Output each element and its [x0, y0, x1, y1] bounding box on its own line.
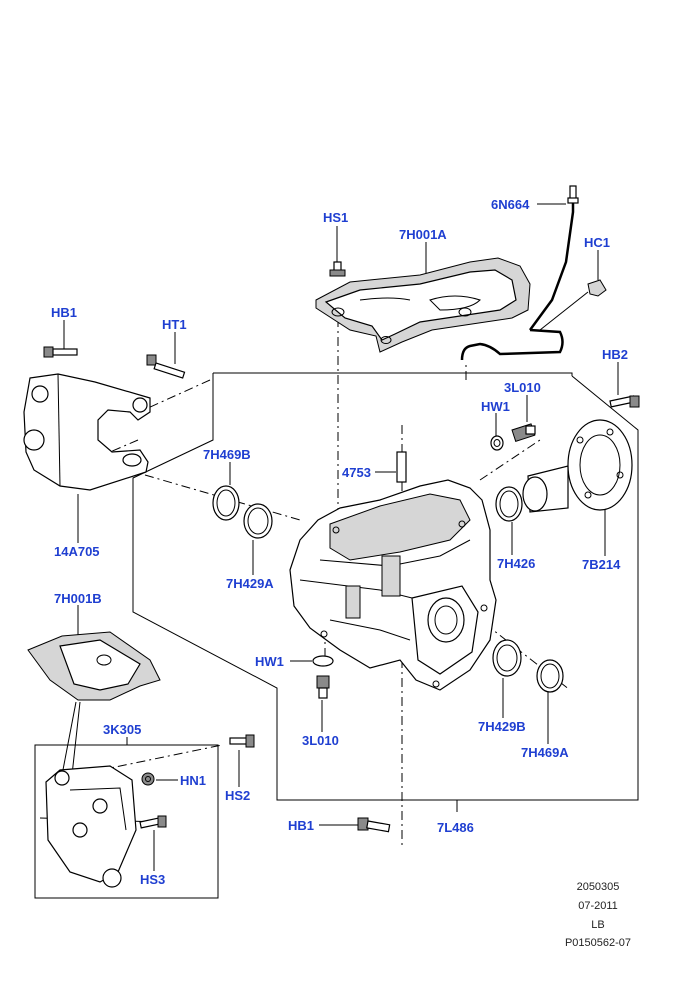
footer-line-4: P0150562-07 [565, 937, 631, 949]
bolt-hs2 [229, 734, 255, 748]
callout-3k305: 3K305 [103, 722, 141, 737]
bolt-hs3 [139, 815, 167, 829]
flange-7b214 [522, 419, 633, 513]
seal-7h469a [536, 659, 564, 693]
seal-7h426 [495, 486, 523, 522]
assembly-outline-frame [132, 372, 639, 812]
bolt-hb2 [609, 395, 640, 408]
callout-6n664: 6N664 [491, 197, 530, 212]
seal-7h469b [212, 485, 240, 521]
callout-hc1: HC1 [584, 235, 610, 250]
washer-hw1-top [490, 435, 504, 451]
callout-hs2: HS2 [225, 788, 250, 803]
callout-7h001a: 7H001A [399, 227, 447, 242]
dowel-4753 [396, 451, 407, 483]
differential-housing [289, 479, 497, 691]
washer-hw1-bottom [312, 655, 334, 667]
callout-hw1-bottom: HW1 [255, 654, 284, 669]
callout-hn1: HN1 [180, 773, 206, 788]
callout-7h469a: 7H469A [521, 745, 569, 760]
footer-line-2: 07-2011 [578, 900, 618, 912]
leader-lines [61, 203, 619, 871]
bolt-hb1-top [43, 346, 78, 358]
callout-labels: HS1 7H001A 6N664 HC1 HB1 HT1 HB2 3L010 H… [51, 197, 628, 887]
mount-3k305 [45, 765, 137, 888]
callout-ht1: HT1 [162, 317, 187, 332]
clip-hc1 [539, 279, 607, 331]
vent-pipe-6n664 [460, 185, 579, 361]
sensor-3l010-bottom [316, 675, 330, 699]
heat-shield-7h001a [315, 257, 531, 353]
callout-hb2: HB2 [602, 347, 628, 362]
callout-hs1: HS1 [323, 210, 348, 225]
callout-7h469b: 7H469B [203, 447, 251, 462]
bracket-14a705 [23, 373, 151, 491]
bolt-hb1-bottom [357, 817, 391, 833]
nut-hn1 [141, 772, 155, 786]
callout-7h426: 7H426 [497, 556, 535, 571]
callout-14a705: 14A705 [54, 544, 100, 559]
callout-7b214: 7B214 [582, 557, 621, 572]
footer-line-3: LB [591, 919, 604, 931]
callout-3l010-top: 3L010 [504, 380, 541, 395]
seal-7h429a [243, 503, 273, 539]
callout-7h429b: 7H429B [478, 719, 526, 734]
footer-reference: 2050305 07-2011 LB P0150562-07 [565, 881, 631, 949]
callout-7h001b: 7H001B [54, 591, 102, 606]
mount-kit-frame [34, 737, 219, 899]
sensor-3l010-top [511, 423, 536, 443]
callout-hb1-top: HB1 [51, 305, 77, 320]
callout-3l010-bottom: 3L010 [302, 733, 339, 748]
stud-ht1 [146, 354, 186, 379]
callout-4753: 4753 [342, 465, 371, 480]
footer-line-1: 2050305 [577, 881, 620, 893]
callout-hw1-top: HW1 [481, 399, 510, 414]
callout-7l486: 7L486 [437, 820, 474, 835]
callout-hb1-bottom: HB1 [288, 818, 314, 833]
heat-shield-7h001b [27, 631, 161, 701]
stud-hs1 [329, 261, 346, 277]
seal-7h429b [492, 639, 522, 677]
callout-7h429a: 7H429A [226, 576, 274, 591]
callout-hs3: HS3 [140, 872, 165, 887]
